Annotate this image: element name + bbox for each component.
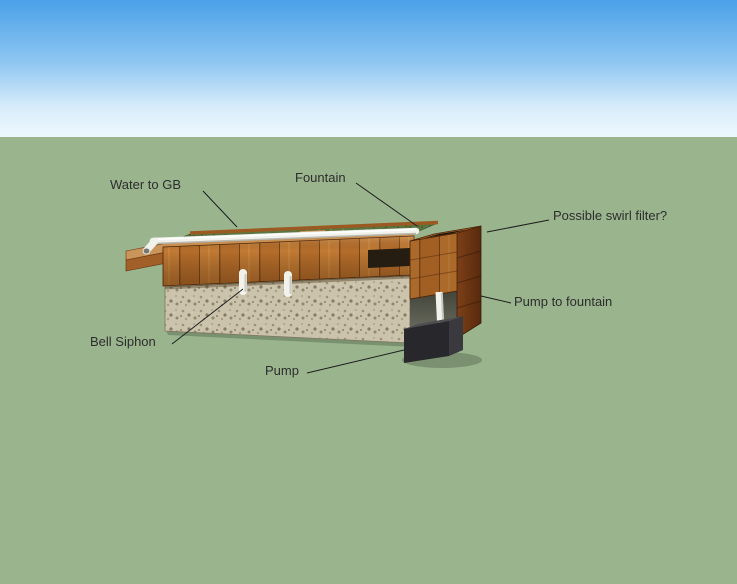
leader-line-fountain	[355, 182, 418, 227]
bell-siphon-pipe-2	[284, 271, 292, 297]
water-supply-pipe	[149, 227, 420, 245]
label-swirl-filter: Possible swirl filter?	[553, 208, 668, 223]
fountain-tower-planks	[409, 251, 458, 280]
grow-bed-back-rim	[189, 220, 439, 235]
wood-frame-front-shading	[163, 236, 414, 286]
leader-line-swirl-filter	[486, 219, 550, 233]
bell-siphon-pipe-1	[239, 269, 247, 295]
fountain-tower-front-shading	[410, 233, 457, 299]
label-pump: Pump	[265, 363, 299, 378]
pump-top	[404, 316, 463, 329]
pipe-elbow	[142, 237, 159, 255]
drain-opening	[368, 248, 410, 268]
label-fountain: Fountain	[295, 170, 346, 185]
ground-plane	[0, 137, 737, 584]
leader-line-pump	[306, 349, 405, 374]
right-end-panel-planks	[456, 250, 482, 309]
pump-side	[449, 316, 463, 356]
pipe-opening	[142, 247, 151, 255]
leader-line-pump-to-fountain	[480, 295, 512, 304]
sky-background	[0, 0, 737, 137]
leader-lines	[171, 182, 550, 374]
leader-line-water-to-gb	[202, 190, 238, 228]
label-bell-siphon: Bell Siphon	[90, 334, 156, 349]
label-water-to-gb: Water to GB	[110, 177, 182, 192]
fountain-basin-opening	[424, 229, 467, 238]
leader-line-bell-siphon	[171, 288, 244, 345]
label-pump-to-fountain: Pump to fountain	[514, 294, 613, 309]
pump-front	[404, 321, 449, 363]
